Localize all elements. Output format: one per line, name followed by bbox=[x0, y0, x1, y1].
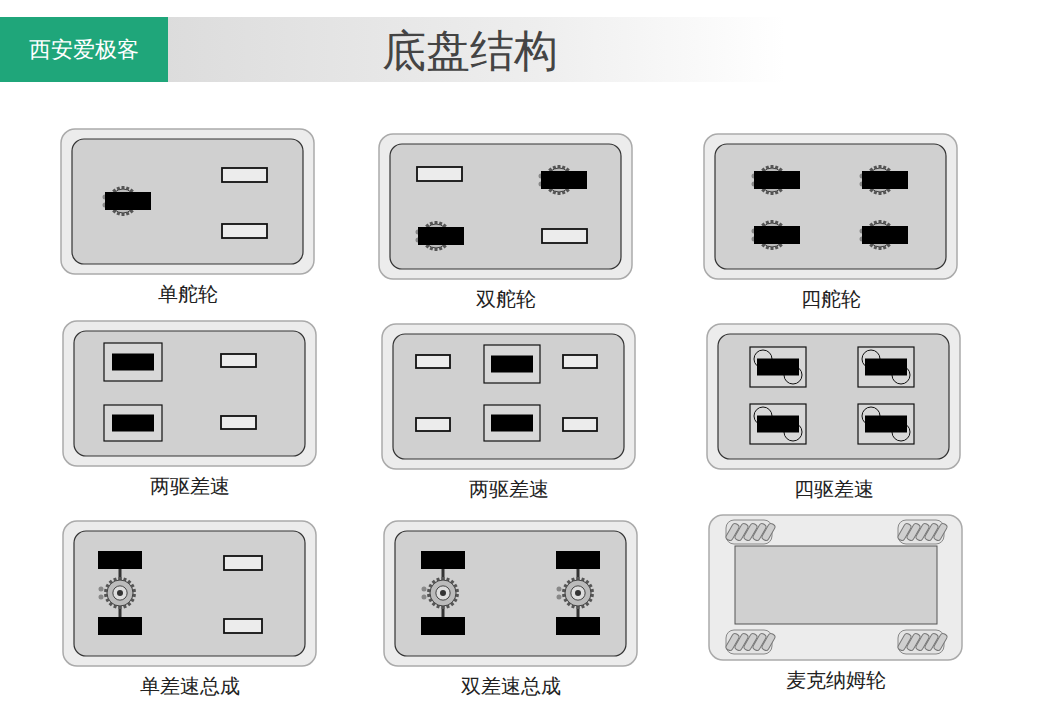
mecanum-wheel bbox=[897, 630, 948, 654]
caster-wheel bbox=[417, 167, 462, 181]
panel-outer bbox=[382, 324, 635, 469]
caster-wheel bbox=[416, 355, 450, 368]
chassis-drawing bbox=[60, 128, 315, 275]
panel-outer bbox=[63, 521, 316, 666]
panel-outer bbox=[379, 134, 632, 279]
chassis-body bbox=[74, 531, 305, 656]
steer-gear bbox=[422, 577, 460, 609]
caster-wheel bbox=[222, 168, 267, 182]
motor-mount bbox=[858, 347, 914, 387]
panel-caption: 单舵轮 bbox=[60, 281, 315, 308]
motor-mount bbox=[484, 405, 540, 441]
drive-wheel bbox=[98, 617, 142, 635]
caster-wheel bbox=[224, 556, 262, 570]
chassis-drawing bbox=[62, 520, 317, 667]
caster-wheel bbox=[563, 418, 597, 431]
panel-caption: 双差速总成 bbox=[383, 673, 638, 700]
chassis-drawing bbox=[703, 133, 958, 280]
chassis-body bbox=[72, 139, 303, 264]
motor-mount bbox=[750, 404, 806, 444]
drive-wheel bbox=[491, 356, 533, 373]
steer-gear bbox=[99, 577, 137, 609]
drive-wheel bbox=[491, 415, 533, 432]
chassis-body bbox=[718, 334, 949, 459]
drive-wheel bbox=[541, 171, 587, 189]
panel-outer bbox=[709, 515, 962, 660]
chassis-panel: 四舵轮 bbox=[703, 133, 958, 317]
chassis-panel: 单舵轮 bbox=[60, 128, 315, 312]
chassis-drawing bbox=[383, 520, 638, 667]
drive-wheel bbox=[421, 551, 465, 569]
chassis-body bbox=[74, 331, 305, 456]
chassis-drawing bbox=[381, 323, 636, 470]
panel-caption: 麦克纳姆轮 bbox=[708, 667, 963, 694]
chassis-panel: 两驱差速 bbox=[381, 323, 636, 507]
chassis-panel: 两驱差速 bbox=[62, 320, 317, 504]
chassis-panel: 四驱差速 bbox=[706, 323, 961, 507]
mecanum-wheel bbox=[725, 520, 776, 544]
drive-wheel bbox=[862, 171, 908, 189]
motor-mount bbox=[858, 404, 914, 444]
panel-outer bbox=[704, 134, 957, 279]
drive-wheel bbox=[112, 415, 154, 432]
chassis-body bbox=[393, 334, 624, 459]
drive-wheel bbox=[556, 551, 600, 569]
motor-mount bbox=[484, 345, 540, 383]
page-title: 底盘结构 bbox=[170, 22, 770, 81]
motor-mount bbox=[104, 405, 162, 441]
panel-caption: 四舵轮 bbox=[703, 286, 958, 313]
drive-wheel bbox=[112, 354, 154, 371]
chassis-panel: 双舵轮 bbox=[378, 133, 633, 317]
caster-wheel bbox=[222, 224, 267, 238]
panel-outer bbox=[63, 321, 316, 466]
caster-wheel bbox=[221, 354, 256, 367]
chassis-panel: 麦克纳姆轮 bbox=[708, 514, 963, 698]
chassis-panel: 单差速总成 bbox=[62, 520, 317, 704]
caster-wheel bbox=[416, 418, 450, 431]
drive-wheel bbox=[421, 617, 465, 635]
drive-wheel bbox=[865, 359, 907, 376]
chassis-body bbox=[715, 144, 946, 269]
mecanum-wheel bbox=[725, 630, 776, 654]
mecanum-wheel bbox=[897, 520, 948, 544]
brand-tag: 西安爱极客 bbox=[0, 17, 168, 82]
panel-outer bbox=[384, 521, 637, 666]
caster-wheel bbox=[542, 229, 587, 243]
chassis-body bbox=[395, 531, 626, 656]
drive-wheel bbox=[105, 192, 151, 210]
drive-wheel bbox=[418, 227, 464, 245]
drive-wheel bbox=[757, 416, 799, 433]
chassis-drawing bbox=[708, 514, 963, 661]
drive-wheel bbox=[556, 617, 600, 635]
chassis-panel: 双差速总成 bbox=[383, 520, 638, 704]
steer-gear bbox=[557, 577, 595, 609]
brand-label: 西安爱极客 bbox=[0, 35, 168, 65]
caster-wheel bbox=[224, 619, 262, 633]
panel-outer bbox=[61, 129, 314, 274]
motor-mount bbox=[750, 347, 806, 387]
drive-wheel bbox=[862, 226, 908, 244]
panel-outer bbox=[707, 324, 960, 469]
panel-caption: 四驱差速 bbox=[706, 476, 961, 503]
chassis-drawing bbox=[378, 133, 633, 280]
caster-wheel bbox=[221, 416, 256, 429]
title-band bbox=[165, 17, 785, 82]
drive-wheel bbox=[757, 359, 799, 376]
panel-caption: 单差速总成 bbox=[62, 673, 317, 700]
chassis-body bbox=[735, 546, 937, 624]
chassis-drawing bbox=[62, 320, 317, 467]
panel-caption: 双舵轮 bbox=[378, 286, 633, 313]
drive-wheel bbox=[865, 416, 907, 433]
panel-caption: 两驱差速 bbox=[381, 476, 636, 503]
caster-wheel bbox=[563, 355, 597, 368]
drive-wheel bbox=[98, 551, 142, 569]
chassis-drawing bbox=[706, 323, 961, 470]
drive-wheel bbox=[754, 226, 800, 244]
drive-wheel bbox=[754, 171, 800, 189]
chassis-body bbox=[390, 144, 621, 269]
motor-mount bbox=[104, 343, 162, 381]
panel-caption: 两驱差速 bbox=[62, 473, 317, 500]
